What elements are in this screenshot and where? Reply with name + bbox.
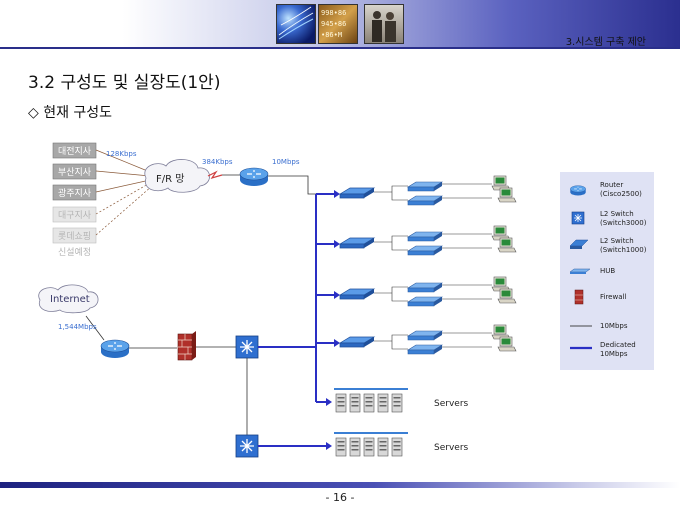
footer-bar	[0, 482, 680, 488]
fr-lightning-icon	[207, 170, 223, 180]
people-silhouette-icon	[372, 11, 396, 42]
branch-label: 대전지사	[57, 147, 92, 157]
branch-speed-label: 128Kbps	[106, 150, 137, 158]
dedicated-links	[258, 193, 334, 447]
lan-group-1	[339, 175, 517, 206]
lan-group-3	[339, 276, 517, 307]
fr-speed-label: 384Kbps	[202, 158, 233, 166]
legend-label: Dedicated 10Mbps	[600, 341, 636, 358]
branch-box-planned	[52, 227, 97, 244]
l2-switch-3000-icon	[571, 211, 585, 225]
internet-link	[85, 315, 105, 341]
branch-box-planned	[52, 206, 97, 223]
wan-router-icon	[239, 167, 269, 187]
legend-label: L2 Switch (Switch3000)	[600, 210, 647, 227]
header-divider	[0, 47, 680, 49]
numbers-photo: 998•86 945•86 •86•M	[318, 4, 358, 44]
servers-label: Servers	[434, 443, 469, 453]
internet-router-icon	[100, 339, 130, 359]
fiber-optic-photo	[276, 4, 316, 44]
lan-group-4	[339, 324, 517, 355]
branch-label-planned: 대구지사	[57, 211, 92, 221]
legend-label: Firewall	[600, 293, 627, 301]
section-title: 3.시스템 구축 제안	[565, 37, 646, 48]
internet-speed-label: 1,544Mbps	[58, 323, 97, 331]
branch-box	[52, 163, 97, 180]
router-icon	[569, 185, 587, 196]
legend-label: 10Mbps	[600, 322, 628, 330]
router-speed-label: 10Mbps	[272, 158, 300, 166]
branch-note: 신설예정	[57, 248, 92, 258]
dedicated-arrows	[326, 190, 340, 450]
lan-group-2	[339, 225, 517, 256]
legend-label: Router (Cisco2500)	[600, 181, 642, 198]
router-to-switch-link	[268, 175, 337, 195]
branch-offices	[52, 142, 97, 244]
internet-label: Internet	[50, 294, 90, 305]
branch-links	[95, 149, 153, 236]
core-switch-icon	[235, 335, 259, 359]
legend-label: L2 Switch (Switch1000)	[600, 237, 647, 254]
branch-label-planned: 롯데쇼핑	[57, 232, 92, 242]
legend-label: HUB	[600, 267, 616, 275]
fr-network-label: F/R 망	[156, 174, 185, 185]
servers-label: Servers	[434, 399, 469, 409]
hub-icon	[569, 268, 591, 274]
firewall-icon-legend	[574, 289, 584, 305]
fiber-light-icon	[278, 6, 314, 40]
server-rack-2	[334, 432, 408, 457]
branch-label: 광주지사	[57, 189, 92, 199]
photo-number-text: 998•86 945•86 •86•M	[321, 9, 347, 39]
business-people-photo	[364, 4, 404, 44]
branch-box	[52, 184, 97, 201]
legend-icons	[569, 185, 592, 350]
server-rack-1	[334, 388, 408, 413]
server-switch-icon	[235, 434, 259, 458]
page-title: 3.2 구성도 및 실장도(1안)	[28, 73, 221, 93]
branch-box	[52, 142, 97, 159]
branch-label: 부산지사	[57, 168, 92, 178]
firewall-icon	[177, 331, 196, 361]
l2-switch-1000-icon	[569, 239, 589, 249]
internet-cloud	[38, 284, 99, 314]
page-number: - 16 -	[325, 491, 355, 504]
page-subtitle: ◇ 현재 구성도	[28, 105, 113, 121]
